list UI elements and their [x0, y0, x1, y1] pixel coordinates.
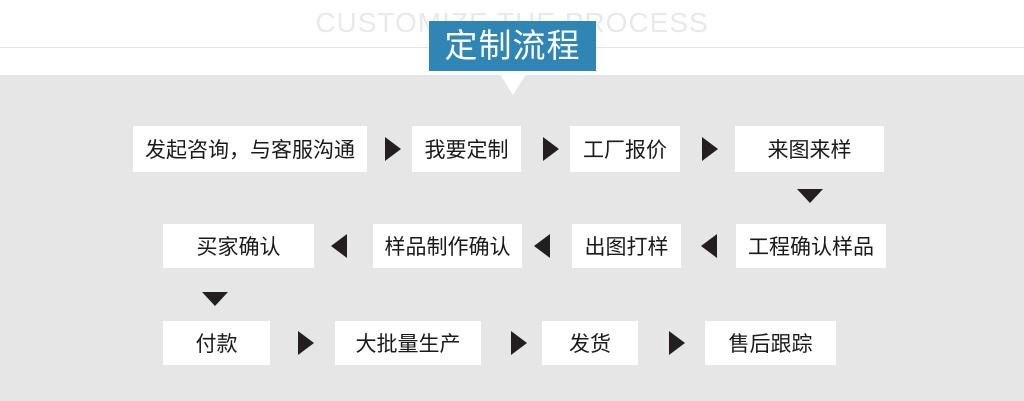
arrow-right-icon: [385, 137, 401, 161]
step-buyer-confirm: 买家确认: [163, 224, 314, 268]
arrow-down-icon: [202, 292, 228, 306]
arrow-left-icon: [331, 234, 347, 258]
step-after-sales: 售后跟踪: [705, 321, 836, 365]
step-customize: 我要定制: [412, 126, 521, 172]
arrow-right-icon: [702, 137, 718, 161]
step-engineering-confirm: 工程确认样品: [736, 224, 886, 268]
page-title: 定制流程: [429, 21, 596, 71]
step-quote: 工厂报价: [570, 126, 680, 172]
step-proofing: 出图打样: [572, 224, 681, 268]
step-mass-production: 大批量生产: [335, 321, 481, 365]
arrow-left-icon: [534, 234, 550, 258]
step-payment: 付款: [163, 321, 270, 365]
title-pointer-icon: [498, 71, 528, 95]
step-shipping: 发货: [542, 321, 638, 365]
step-consult: 发起咨询，与客服沟通: [133, 126, 367, 172]
arrow-right-icon: [543, 137, 559, 161]
arrow-right-icon: [511, 331, 527, 355]
step-sample-confirm: 样品制作确认: [373, 224, 522, 268]
arrow-left-icon: [701, 234, 717, 258]
arrow-right-icon: [298, 331, 314, 355]
arrow-right-icon: [669, 331, 685, 355]
step-send-sample: 来图来样: [735, 126, 884, 172]
arrow-down-icon: [797, 189, 823, 203]
